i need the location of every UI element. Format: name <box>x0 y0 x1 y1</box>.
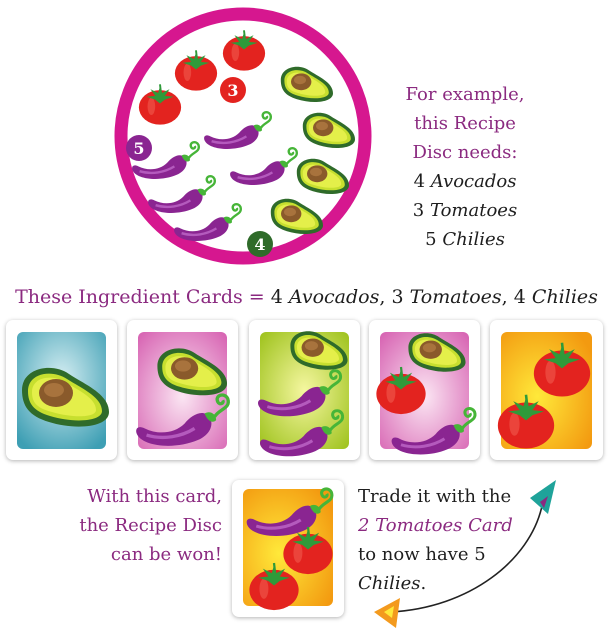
text-line: can be won! <box>110 544 222 565</box>
caption-line: this Recipe <box>414 113 516 134</box>
teal-arrowhead-icon <box>530 480 556 514</box>
two-tomatoes-card-reference: 2 Tomatoes Card <box>358 515 513 536</box>
text-line: the Recipe Disc <box>79 515 222 536</box>
count: 4 <box>413 171 426 192</box>
caption-line: Disc needs: <box>412 142 518 163</box>
arrowhead-inner <box>384 606 394 618</box>
heading-prefix: These Ingredient Cards = <box>15 286 271 308</box>
chili-count-badge <box>126 135 152 161</box>
text-line: With this card, <box>87 486 222 507</box>
heading-avocados: 4 Avocados, <box>270 286 392 308</box>
ingredient-name: Chilies <box>442 229 505 250</box>
avocado-count: 4 <box>254 235 265 254</box>
caption-item-tomatoes: 3 Tomatoes <box>370 196 560 225</box>
ingredient-card-avocado <box>6 320 117 460</box>
ingredient-card-avocado-tomato-chili <box>369 320 480 460</box>
trade-explanation: Trade it with the 2 Tomatoes Card to now… <box>358 482 558 598</box>
ingredient-name: Tomatoes <box>429 200 518 221</box>
recipe-disc: 3 4 5 <box>114 7 372 265</box>
ingredient-card-avocado-chili <box>127 320 238 460</box>
ingredient-card-two-tomatoes <box>490 320 603 460</box>
trade-arrow <box>374 480 556 628</box>
chili-count: 5 <box>133 139 144 158</box>
text-line: Trade it with the <box>358 486 512 507</box>
tomato-count: 3 <box>227 81 238 100</box>
text-line: to now have 5 <box>358 544 486 565</box>
count: 3 <box>412 200 425 221</box>
trade-card-chili-two-tomatoes <box>232 480 344 617</box>
ingredient-cards-heading: These Ingredient Cards = 4 Avocados, 3 T… <box>0 286 613 308</box>
curved-arrow-line <box>389 505 543 613</box>
heading-chilies: 4 Chilies <box>513 286 598 308</box>
win-explanation: With this card, the Recipe Disc can be w… <box>40 482 222 569</box>
ingredient-name: Avocados <box>430 171 517 192</box>
avocado-count-badge <box>247 231 273 257</box>
ingredient-card-avocado-two-chilies <box>249 320 360 460</box>
caption-item-chilies: 5 Chilies <box>370 225 560 254</box>
arrowhead-inner <box>540 496 548 508</box>
heading-tomatoes: 3 Tomatoes, <box>391 286 514 308</box>
count: 5 <box>425 229 437 250</box>
text-line: Chilies. <box>358 573 427 594</box>
caption-item-avocados: 4 Avocados <box>370 167 560 196</box>
tomato-count-badge <box>220 77 246 103</box>
disc-caption: For example, this Recipe Disc needs: 4 A… <box>370 80 560 254</box>
caption-line: For example, <box>405 84 525 105</box>
